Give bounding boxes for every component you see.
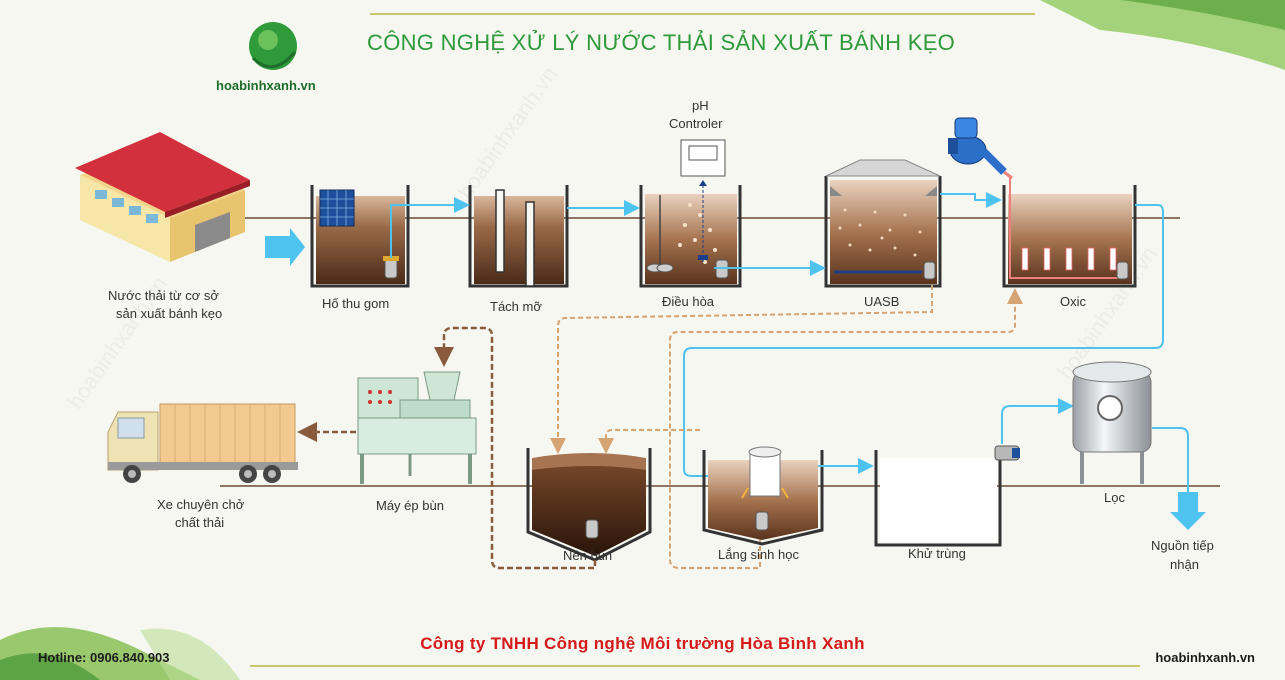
- filter-tank-icon: [1072, 361, 1152, 484]
- pump-icon: [383, 256, 399, 279]
- brand-text: hoabinhxanh.vn: [216, 78, 316, 93]
- pump-icon: [994, 445, 1020, 461]
- mixer-icon: [646, 195, 674, 273]
- tank-lang-sinh-hoc: [702, 446, 824, 546]
- label-nguon-1: Nguồn tiếp: [1151, 538, 1214, 553]
- label-oxic: Oxic: [1060, 294, 1086, 309]
- flow-5: [683, 204, 1164, 484]
- label-xe-1: Xe chuyên chở: [157, 497, 245, 512]
- label-source-2: sản xuất bánh kẹo: [116, 306, 223, 321]
- tank-tach-mo: [468, 185, 569, 288]
- ph-controller-icon: [680, 139, 726, 186]
- return-line-1: [550, 285, 933, 454]
- tank-nen-bun: [526, 448, 652, 562]
- blower-icon: [948, 117, 1007, 175]
- tank-dieu-hoa: [639, 185, 742, 288]
- label-loc: Lọc: [1104, 490, 1125, 505]
- tank-uasb: [824, 159, 942, 288]
- return-line-4: [598, 429, 700, 454]
- logo-icon: [249, 22, 297, 70]
- hotline-text: Hotline: 0906.840.903: [38, 650, 170, 665]
- label-ph: pH: [692, 98, 709, 113]
- label-uasb: UASB: [864, 294, 900, 309]
- company-name: Công ty TNHH Công nghệ Môi trường Hòa Bì…: [420, 634, 865, 653]
- label-lang-sinh-hoc: Lắng sinh học: [718, 547, 799, 562]
- truck-icon: [107, 403, 298, 483]
- label-khu-trung: Khử trùng: [908, 546, 966, 561]
- factory-icon: [75, 132, 250, 262]
- arrow-down-icon: [1170, 492, 1206, 530]
- arrow-right-icon: [265, 228, 305, 266]
- flow-4: [940, 192, 1002, 208]
- air-line: [1003, 170, 1013, 180]
- pump-icon: [585, 519, 599, 539]
- solar-panel-icon: [319, 189, 355, 227]
- sludge-press-icon: [357, 371, 477, 484]
- label-nen-bun: Nén bùn: [563, 548, 613, 563]
- flow-8: [1152, 427, 1189, 492]
- label-may-ep-bun: Máy ép bùn: [376, 498, 444, 513]
- tank-ho-thu-gom: [310, 185, 420, 288]
- tank-oxic: [1002, 178, 1137, 288]
- label-tach-mo: Tách mỡ: [490, 299, 542, 314]
- return-line-2: [669, 288, 1023, 569]
- page-title: CÔNG NGHỆ XỬ LÝ NƯỚC THẢI SẢN XUẤT BÁNH …: [367, 30, 956, 55]
- label-controler: Controler: [669, 116, 723, 131]
- label-ho-thu-gom: Hố thu gom: [322, 296, 390, 311]
- sludge-line-1: [434, 326, 597, 570]
- pump-icon: [1116, 261, 1129, 280]
- pump-icon: [755, 511, 769, 531]
- label-xe-2: chất thải: [175, 515, 225, 530]
- website-text: hoabinhxanh.vn: [1155, 650, 1255, 665]
- tank-khu-trung: [874, 450, 1002, 547]
- label-source-1: Nước thải từ cơ sở: [108, 288, 219, 303]
- flow-7: [1001, 398, 1074, 444]
- label-dieu-hoa: Điều hòa: [662, 294, 715, 309]
- label-nguon-2: nhận: [1170, 557, 1199, 572]
- pump-icon: [923, 261, 936, 280]
